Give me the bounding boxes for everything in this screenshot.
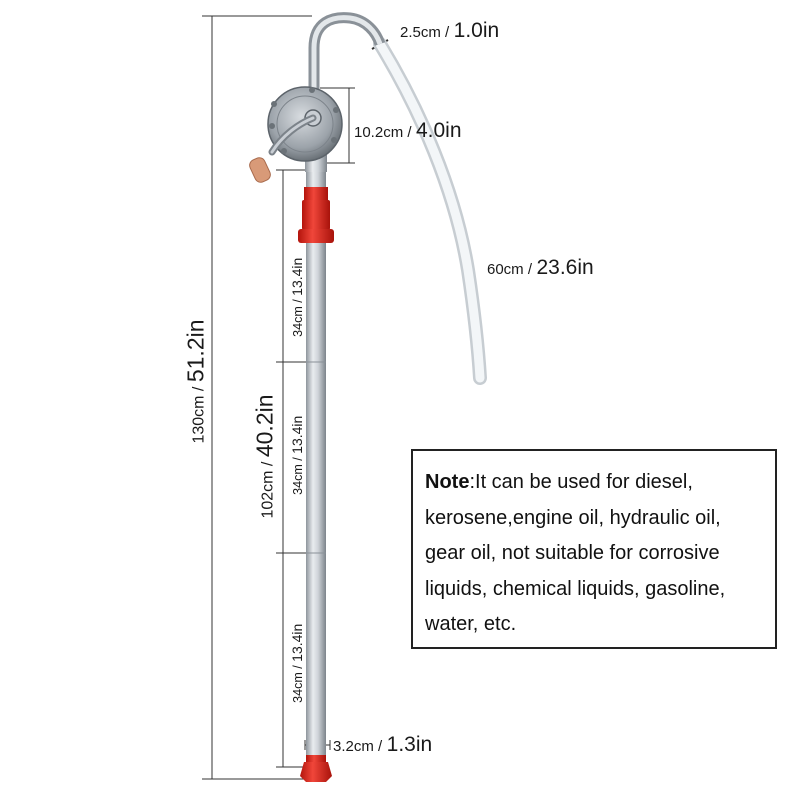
segment-1-label: 34cm / 13.4in <box>288 257 305 337</box>
housing-dimension-label: 10.2cm / 4.0in <box>354 119 462 142</box>
tube-total-length-label: 102cm / 40.2in <box>251 394 278 519</box>
tube-diameter-label: 3.2cm / 1.3in <box>333 733 433 756</box>
segment-2-label: 34cm / 13.4in <box>288 415 305 495</box>
crank-grip <box>249 157 271 183</box>
red-fitting-bottom <box>300 755 332 782</box>
pump-housing <box>267 86 343 172</box>
hose-dimension-label: 60cm / 23.6in <box>487 256 594 279</box>
red-fitting-top <box>298 187 334 243</box>
note-text: :It can be used for diesel, kerosene,eng… <box>425 471 726 635</box>
overall-length-label: 130cm / 51.2in <box>182 319 209 444</box>
nozzle-dimension-label: 2.5cm / 1.0in <box>400 19 500 42</box>
segment-3-label: 34cm / 13.4in <box>288 623 305 703</box>
hose <box>373 37 487 385</box>
usage-note-box: Note:It can be used for diesel, kerosene… <box>411 449 777 649</box>
note-heading: Note <box>425 471 470 493</box>
pump-tube <box>306 170 326 760</box>
